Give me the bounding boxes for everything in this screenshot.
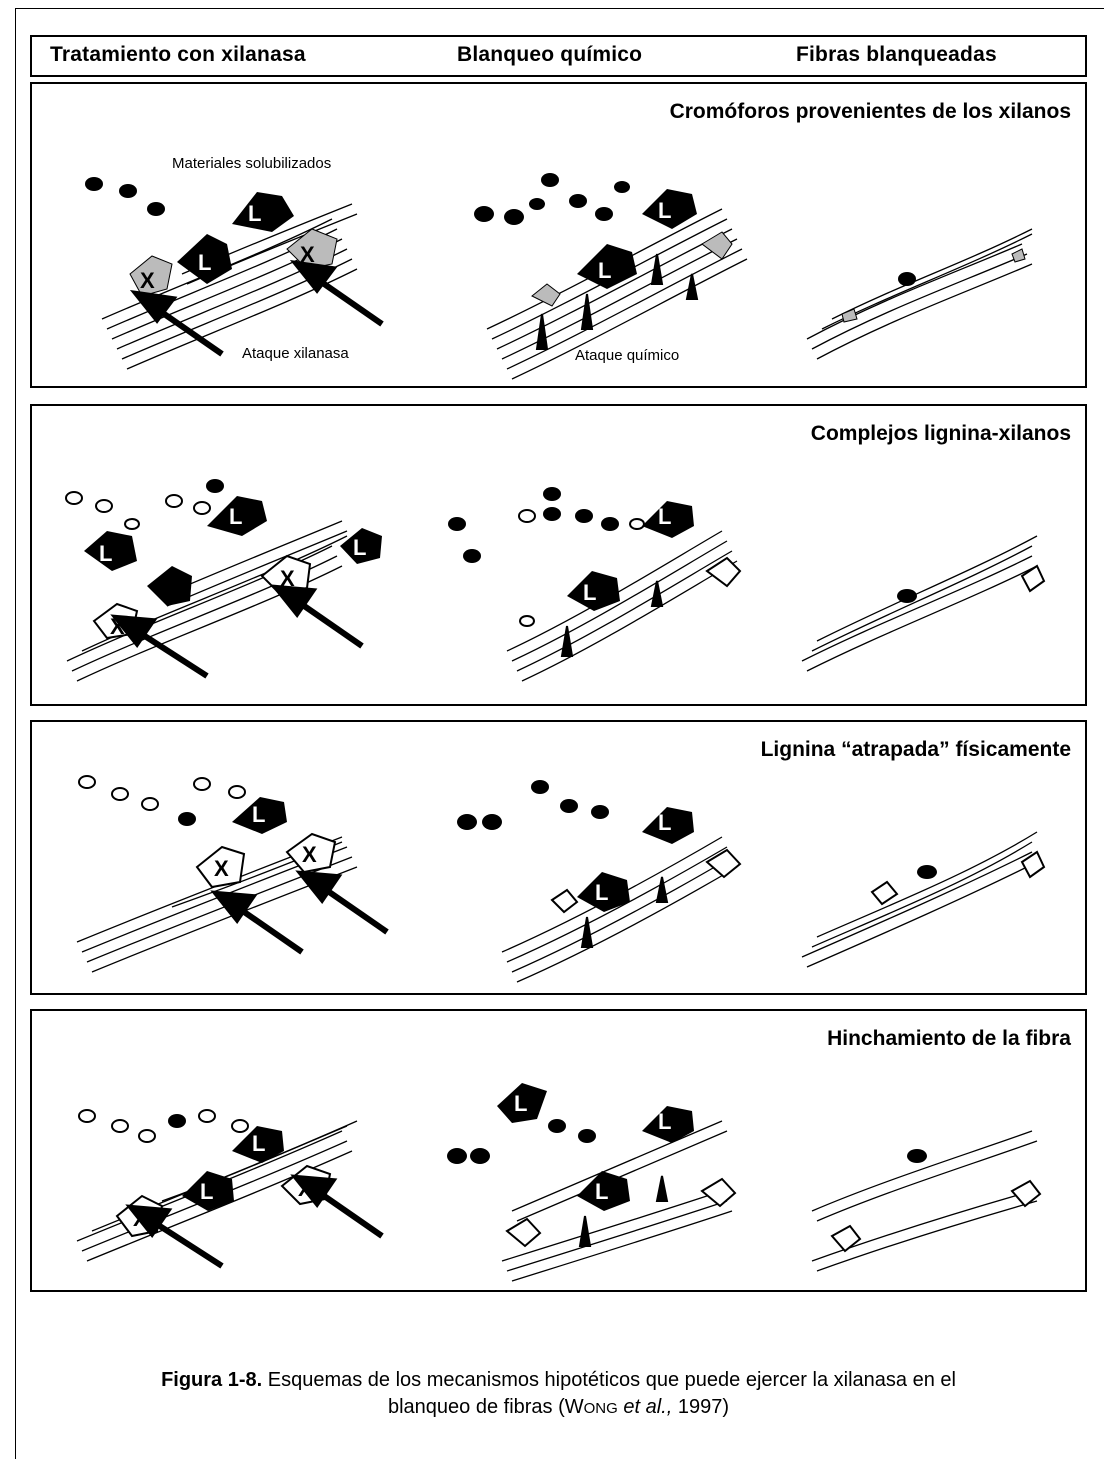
svg-text:L: L [200,1179,213,1204]
solubilized-label: Materiales solubilizados [172,155,331,172]
header-chemical-bleaching: Blanqueo químico [457,43,642,67]
panel-illustration: L L L X X [32,722,1085,993]
xylan-x-icon [117,1166,1040,1251]
caption-et-al: et al., [623,1396,672,1418]
svg-text:L: L [252,1131,265,1156]
svg-text:L: L [598,258,611,283]
svg-text:L: L [353,535,366,560]
svg-text:L: L [198,250,211,275]
svg-text:L: L [514,1091,527,1116]
fiber-bundle-bleached [807,229,1032,359]
panel-physically-trapped-lignin: Lignina “atrapada” físicamente [30,720,1087,995]
svg-text:L: L [658,810,671,835]
xylan-x-icon: X X [130,229,1025,322]
svg-text:L: L [658,1109,671,1134]
svg-text:X: X [302,842,317,867]
svg-text:X: X [140,268,155,293]
panel-illustration: L L L L L X X [32,1011,1085,1290]
svg-text:L: L [252,802,265,827]
chemical-attack-label: Ataque químico [575,347,679,364]
svg-text:L: L [595,880,608,905]
header-bleached-fibers: Fibras blanqueadas [796,43,997,67]
lignin-l-icon: L L L L [177,189,916,289]
header-xylanase-treatment: Tratamiento con xilanasa [50,43,306,67]
panel-lignin-xylan-complexes: Complejos lignina-xilanos [30,404,1087,706]
svg-text:L: L [99,541,112,566]
caption-label: Figura 1-8. [161,1369,262,1391]
svg-text:L: L [248,201,261,226]
lignin-l-icon [84,479,917,611]
panel-fiber-swelling: Hinchamiento de la fibra [30,1009,1087,1292]
figure-caption: Figura 1-8. Esquemas de los mecanismos h… [30,1367,1087,1422]
panel-xylan-chromophores: Cromóforos provenientes de los xilanos [30,82,1087,388]
fiber-bundle-chemical [502,837,737,982]
svg-text:L: L [583,580,596,605]
svg-text:X: X [214,856,229,881]
solubilized-chromophore-icon [85,173,630,225]
svg-text:L: L [658,198,671,223]
caption-author-smallcaps: ONG [584,1400,618,1417]
xylan-fragment-icon [79,776,245,810]
caption-text-line1: Esquemas de los mecanismos hipotéticos q… [262,1369,956,1391]
fiber-bundle-bleached [802,536,1037,671]
svg-text:L: L [595,1179,608,1204]
fiber-bundle-bleached [802,832,1037,967]
fiber-bundle-chemical [507,531,737,681]
column-header-bar: Tratamiento con xilanasa Blanqueo químic… [30,35,1087,77]
panel-illustration: L L L L X X Materiales solubilizados Ata… [32,84,1085,386]
caption-text-line2: blanqueo de fibras (W [388,1396,584,1418]
svg-text:L: L [229,504,242,529]
lignin-l-icon [168,1083,927,1211]
svg-text:L: L [658,504,671,529]
xylanase-attack-label: Ataque xilanasa [242,345,349,362]
xylan-fragment-icon [79,1110,248,1142]
